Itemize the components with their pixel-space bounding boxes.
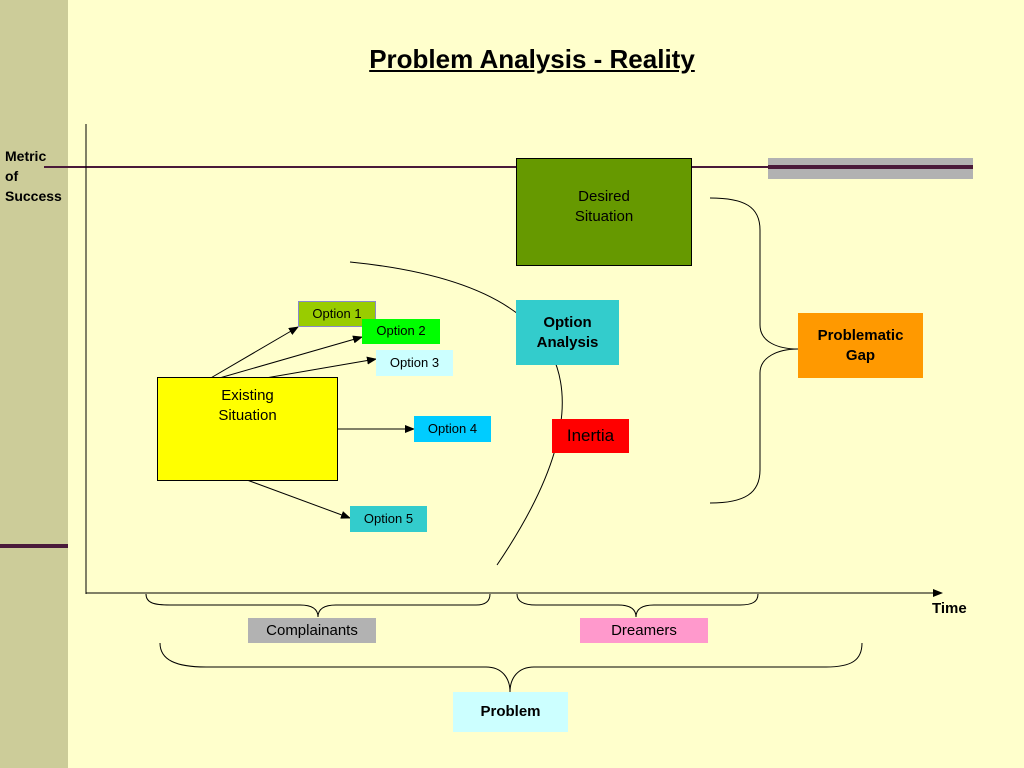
desired-situation-line-1: Desired (578, 188, 630, 205)
dreamers-label: Dreamers (580, 618, 708, 643)
existing-situation-line-1: Existing (221, 387, 274, 404)
problematic-gap-line-2: Gap (845, 346, 876, 364)
dreamers-brace (516, 593, 759, 618)
y-axis-label-line-3: Success (5, 188, 62, 204)
y-axis-label-line-1: Metric (5, 148, 47, 164)
sidebar-band (0, 0, 68, 768)
complainants-label: Complainants (248, 618, 376, 643)
y-axis-label-line-2: of (5, 168, 19, 184)
option-analysis-line-2: Analysis (536, 333, 599, 351)
problem-label: Problem (453, 692, 568, 732)
gap-brace (709, 197, 799, 504)
existing-situation-box: Existing Situation (157, 377, 338, 481)
problematic-gap-box: Problematic Gap (798, 313, 923, 378)
arrow-option-1 (208, 326, 299, 380)
sidebar-rule (0, 544, 68, 548)
option-3-box: Option 3 (376, 350, 453, 376)
inertia-box: Inertia (552, 419, 629, 453)
y-axis-label: Metric of Success (5, 146, 62, 206)
desired-situation-box: Desired Situation (516, 158, 692, 266)
option-analysis-line-1: Option (543, 314, 592, 331)
slide-title: Problem Analysis - Reality (369, 44, 695, 74)
option-2-box: Option 2 (362, 319, 440, 344)
problematic-gap-line-1: Problematic (817, 327, 904, 344)
arrow-option-2 (208, 335, 363, 382)
option-5-box: Option 5 (350, 506, 427, 532)
arrow-option-5 (246, 479, 351, 519)
x-axis-label: Time (932, 600, 967, 617)
option-analysis-box: Option Analysis (516, 300, 619, 365)
target-bar-stripe (768, 165, 973, 169)
complainants-brace (145, 593, 491, 618)
option-4-box: Option 4 (414, 416, 491, 442)
desired-situation-line-2: Situation (574, 207, 634, 225)
existing-situation-line-2: Situation (218, 406, 277, 424)
problem-brace (159, 642, 863, 693)
